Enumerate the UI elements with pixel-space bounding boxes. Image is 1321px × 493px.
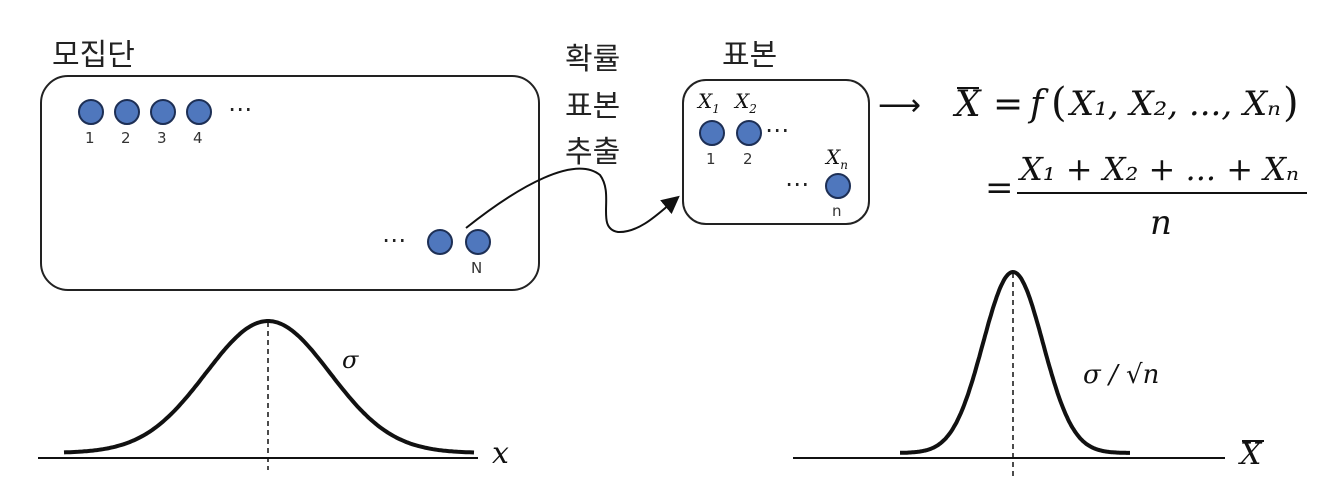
sample-mean-distribution-curve bbox=[899, 270, 1131, 455]
right-spread-label: σ / √n bbox=[1083, 360, 1160, 390]
formula-args: X₁, X₂, ..., Xₙ bbox=[1070, 84, 1281, 124]
sample-label-2: 2 bbox=[743, 150, 753, 168]
population-ellipsis-top: ⋯ bbox=[228, 95, 254, 123]
formula-eq-2: = bbox=[985, 168, 1014, 208]
formula-arrow: ⟶ bbox=[878, 88, 922, 123]
population-label-2: 2 bbox=[121, 129, 131, 147]
sample-var-n: Xn bbox=[826, 145, 848, 172]
population-label-n: N bbox=[471, 259, 483, 277]
sample-label-n: n bbox=[832, 202, 842, 220]
population-ellipsis-bottom: ⋯ bbox=[382, 226, 408, 254]
right-axis-overline bbox=[1242, 440, 1264, 442]
formula-lparen: ( bbox=[1051, 80, 1067, 126]
formula-numerator: X₁ + X₂ + ... + Xₙ bbox=[1020, 150, 1299, 188]
population-item-last bbox=[465, 229, 491, 255]
sample-label-1: 1 bbox=[706, 150, 716, 168]
formula-fraction-bar bbox=[1017, 192, 1307, 194]
sample-var-1: X1 bbox=[698, 89, 720, 116]
sample-var-2: X2 bbox=[735, 89, 757, 116]
population-label-1: 1 bbox=[85, 129, 95, 147]
sample-item-2 bbox=[736, 120, 762, 146]
formula-denominator: n bbox=[1150, 203, 1172, 243]
sampling-line-3: 추출 bbox=[565, 135, 621, 170]
right-axis-label: X bbox=[1240, 437, 1262, 472]
left-sigma-label: σ bbox=[342, 346, 359, 374]
formula-fn: f bbox=[1030, 84, 1044, 125]
sample-ellipsis-top: ⋯ bbox=[765, 116, 791, 144]
population-label-3: 3 bbox=[157, 129, 167, 147]
formula-lhs-overline bbox=[957, 87, 979, 89]
sample-title: 표본 bbox=[722, 38, 778, 73]
sample-item-1 bbox=[699, 120, 725, 146]
population-label-4: 4 bbox=[193, 129, 203, 147]
sample-ellipsis-bottom: ⋯ bbox=[785, 170, 811, 198]
sampling-line-1: 확률 bbox=[565, 42, 621, 77]
sampling-line-2: 표본 bbox=[565, 89, 621, 124]
left-axis-label: x bbox=[492, 436, 509, 471]
formula-eq-1: = bbox=[993, 84, 1024, 125]
formula-lhs: X bbox=[955, 84, 981, 125]
population-distribution-curve bbox=[63, 319, 475, 455]
formula-rparen: ) bbox=[1283, 80, 1299, 126]
population-item-3 bbox=[150, 99, 176, 125]
sampling-arrow bbox=[465, 167, 680, 234]
population-item-4 bbox=[186, 99, 212, 125]
sample-item-n bbox=[825, 173, 851, 199]
population-title: 모집단 bbox=[52, 38, 135, 73]
population-item-1 bbox=[78, 99, 104, 125]
sample-box bbox=[682, 79, 870, 225]
population-item-2 bbox=[114, 99, 140, 125]
population-item-second-last bbox=[427, 229, 453, 255]
